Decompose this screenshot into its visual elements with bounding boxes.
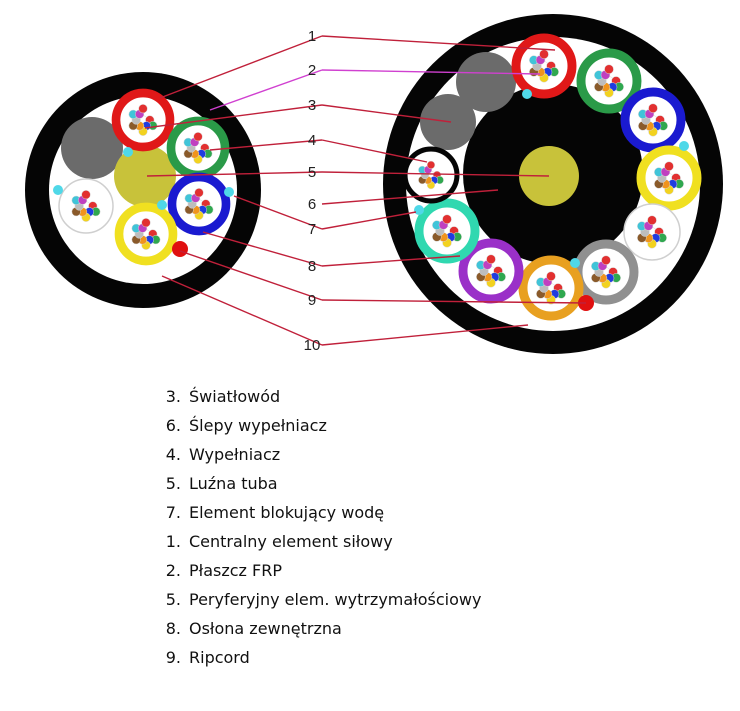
leader-line <box>321 171 550 177</box>
legend-item: 5.Peryferyjny elem. wytrzymałościowy <box>165 590 482 609</box>
legend-item: 9.Ripcord <box>165 648 250 667</box>
callout-number: 10 <box>304 337 321 354</box>
filler-rod <box>456 52 516 112</box>
leader-line <box>321 189 499 205</box>
leader-line <box>321 69 541 75</box>
loose-tube <box>166 116 230 180</box>
leader-line <box>321 255 461 267</box>
loose-tube <box>623 203 681 261</box>
legend-item: 4.Wypełniacz <box>165 445 281 464</box>
water-blocking-element <box>679 141 689 151</box>
legend-item: 8.Osłona zewnętrzna <box>165 619 342 638</box>
loose-tube <box>58 178 114 234</box>
ripcord <box>172 241 188 257</box>
callout-number: 1 <box>308 28 316 45</box>
loose-tube <box>414 198 480 264</box>
callout-number: 9 <box>308 292 316 309</box>
optical-fiber <box>664 161 674 171</box>
legend-item: 6.Ślepy wypełniacz <box>165 416 327 435</box>
loose-tube <box>636 145 702 211</box>
optical-fiber <box>604 64 614 74</box>
loose-tube <box>167 172 231 236</box>
leader-line <box>179 250 323 301</box>
loose-tube <box>458 238 524 304</box>
water-blocking-element <box>414 205 424 215</box>
optical-fiber <box>486 254 496 264</box>
leader-line <box>321 104 452 123</box>
optical-fiber <box>426 160 436 170</box>
leader-line <box>209 139 323 151</box>
optical-fiber <box>647 215 657 225</box>
loose-tube <box>511 33 577 99</box>
callout-leader-lines <box>144 35 587 346</box>
loose-tube <box>620 87 686 153</box>
legend-item: 7.Element blokujący wodę <box>165 503 385 522</box>
callout-numbers: 1 2 3 4 5 6 7 8 9 10 <box>304 28 321 354</box>
leader-line <box>233 195 323 230</box>
leader-line <box>144 104 323 129</box>
water-blocking-element <box>522 89 532 99</box>
callout-number: 2 <box>308 62 316 79</box>
optical-fiber <box>193 132 203 142</box>
leader-line <box>159 35 323 99</box>
loose-tube <box>114 202 178 266</box>
legend-item: 1.Centralny element siłowy <box>165 532 393 551</box>
central-strength-member <box>114 145 176 207</box>
leader-line <box>146 171 323 177</box>
filler-rod <box>61 117 123 179</box>
leader-line <box>321 211 417 230</box>
legend-item: 3.Światłowód <box>165 387 281 406</box>
loose-tube <box>111 88 175 152</box>
cable-cross-section-diagram: 1 2 3 4 5 6 7 8 9 10 <box>25 14 723 354</box>
optical-fiber <box>546 271 556 281</box>
optical-fiber <box>648 103 658 113</box>
leader-line <box>161 275 323 346</box>
leader-line <box>202 231 323 267</box>
leader-line <box>321 139 428 163</box>
loose-tube <box>576 48 642 114</box>
optical-fiber <box>539 49 549 59</box>
callout-number: 8 <box>308 258 316 275</box>
leader-line <box>209 69 323 111</box>
large-cable-cross-section <box>383 14 723 354</box>
callout-number: 4 <box>308 132 316 149</box>
legend-item: 5.Luźna tuba <box>165 474 278 493</box>
leader-line <box>321 324 529 346</box>
legend-item: 2.Płaszcz FRP <box>165 561 282 580</box>
callout-number: 3 <box>308 97 316 114</box>
optical-fiber <box>601 255 611 265</box>
optical-fiber <box>442 214 452 224</box>
water-blocking-element <box>570 258 580 268</box>
loose-tube <box>573 239 639 305</box>
callout-number: 6 <box>308 196 316 213</box>
leader-line <box>321 35 556 51</box>
optical-fiber <box>141 218 151 228</box>
optical-fiber <box>138 104 148 114</box>
water-blocking-element <box>157 200 167 210</box>
leader-line <box>321 299 587 304</box>
loose-tube <box>518 255 584 321</box>
water-blocking-element <box>224 187 234 197</box>
callout-number: 7 <box>308 221 316 238</box>
component-legend: 3.Światłowód 6.Ślepy wypełniacz 4.Wypełn… <box>148 387 482 677</box>
optical-fiber <box>194 188 204 198</box>
water-blocking-element <box>123 147 133 157</box>
callout-number: 5 <box>308 164 316 181</box>
small-cable-cross-section <box>25 72 261 308</box>
water-blocking-element <box>53 185 63 195</box>
optical-fiber <box>81 190 91 200</box>
